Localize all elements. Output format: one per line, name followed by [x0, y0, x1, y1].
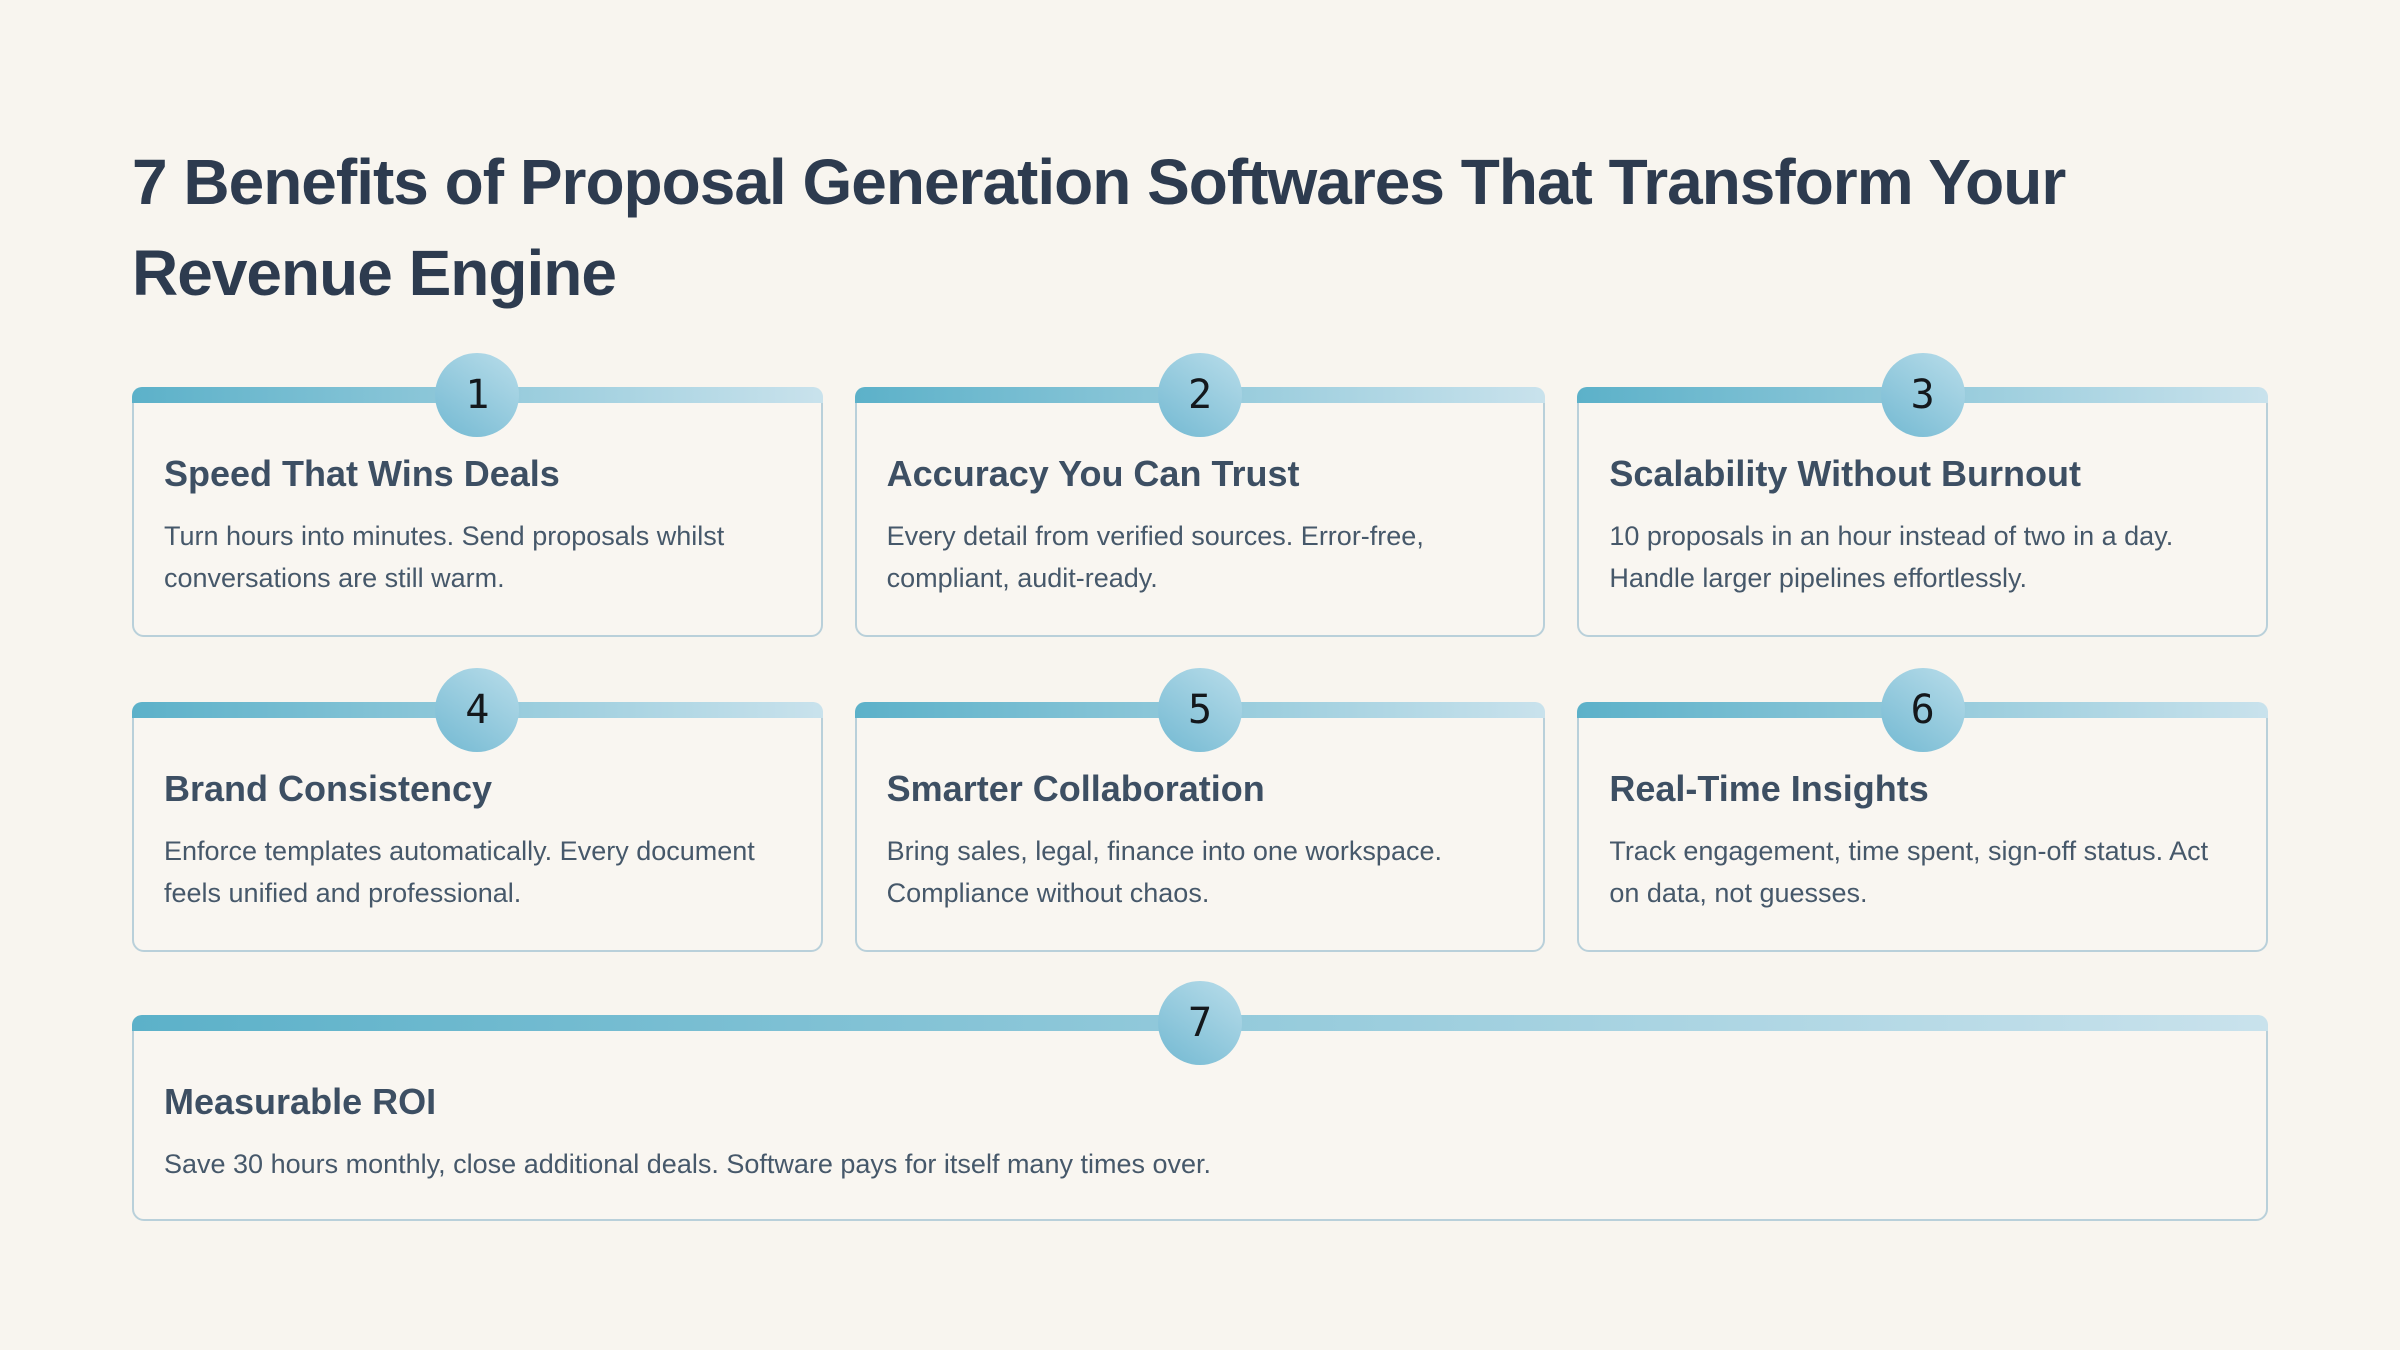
- card-description: Track engagement, time spent, sign-off s…: [1609, 836, 2209, 908]
- card-title: Real-Time Insights: [1609, 768, 1929, 809]
- card-content: Measurable ROI Save 30 hours monthly, cl…: [134, 1017, 2266, 1185]
- card-title: Smarter Collaboration: [886, 768, 1265, 809]
- benefit-card-3: 3 Scalability Without Burnout 10 proposa…: [1577, 353, 2268, 637]
- benefit-card-6: 6 Real-Time Insights Track engagement, t…: [1577, 668, 2268, 952]
- card-content: Smarter Collaboration Bring sales, legal…: [857, 704, 1544, 914]
- benefit-card-4: 4 Brand Consistency Enforce templates au…: [132, 668, 823, 952]
- badge-number: 6: [1910, 687, 1935, 733]
- step-number-badge: 4: [435, 668, 520, 752]
- benefits-grid: 1 Speed That Wins Deals Turn hours into …: [132, 353, 2268, 952]
- benefit-card-1: 1 Speed That Wins Deals Turn hours into …: [132, 353, 823, 637]
- step-number-badge: 6: [1880, 668, 1965, 752]
- card-description: Enforce templates automatically. Every d…: [164, 836, 755, 908]
- card-content: Real-Time Insights Track engagement, tim…: [1579, 704, 2266, 914]
- page-title: 7 Benefits of Proposal Generation Softwa…: [132, 137, 2268, 319]
- card-content: Brand Consistency Enforce templates auto…: [134, 704, 821, 914]
- step-number-badge: 1: [435, 353, 520, 437]
- card-description: Turn hours into minutes. Send proposals …: [164, 521, 725, 593]
- badge-number: 1: [465, 372, 490, 418]
- page-title-line-1: 7 Benefits of Proposal Generation Softwa…: [132, 146, 2066, 218]
- step-number-badge: 7: [1158, 981, 1242, 1065]
- card-content: Speed That Wins Deals Turn hours into mi…: [134, 389, 821, 599]
- card-description: Every detail from verified sources. Erro…: [886, 521, 1424, 593]
- step-number-badge: 2: [1157, 353, 1242, 437]
- card-title: Brand Consistency: [164, 768, 493, 809]
- step-number-badge: 5: [1157, 668, 1242, 752]
- card-description: Save 30 hours monthly, close additional …: [164, 1149, 1212, 1179]
- benefit-card-7: 7 Measurable ROI Save 30 hours monthly, …: [132, 981, 2268, 1221]
- page-title-line-2: Revenue Engine: [132, 237, 617, 309]
- badge-number: 2: [1187, 372, 1213, 418]
- benefit-card-2: 2 Accuracy You Can Trust Every detail fr…: [854, 353, 1546, 637]
- card-description: Bring sales, legal, finance into one wor…: [886, 836, 1442, 908]
- benefit-card-5: 5 Smarter Collaboration Bring sales, leg…: [854, 668, 1546, 952]
- card-title: Scalability Without Burnout: [1609, 453, 2081, 494]
- card-content: Accuracy You Can Trust Every detail from…: [857, 389, 1544, 599]
- card-title: Speed That Wins Deals: [164, 453, 560, 494]
- card-description: 10 proposals in an hour instead of two i…: [1609, 521, 2174, 593]
- card-content: Scalability Without Burnout 10 proposals…: [1579, 389, 2266, 599]
- card-title: Accuracy You Can Trust: [886, 453, 1300, 494]
- badge-number: 7: [1187, 1000, 1213, 1046]
- step-number-badge: 3: [1880, 353, 1965, 437]
- page-root: 7 Benefits of Proposal Generation Softwa…: [132, 137, 2268, 1221]
- badge-number: 3: [1910, 372, 1935, 418]
- badge-number: 4: [465, 687, 490, 733]
- card-title: Measurable ROI: [164, 1081, 437, 1122]
- badge-number: 5: [1187, 687, 1213, 733]
